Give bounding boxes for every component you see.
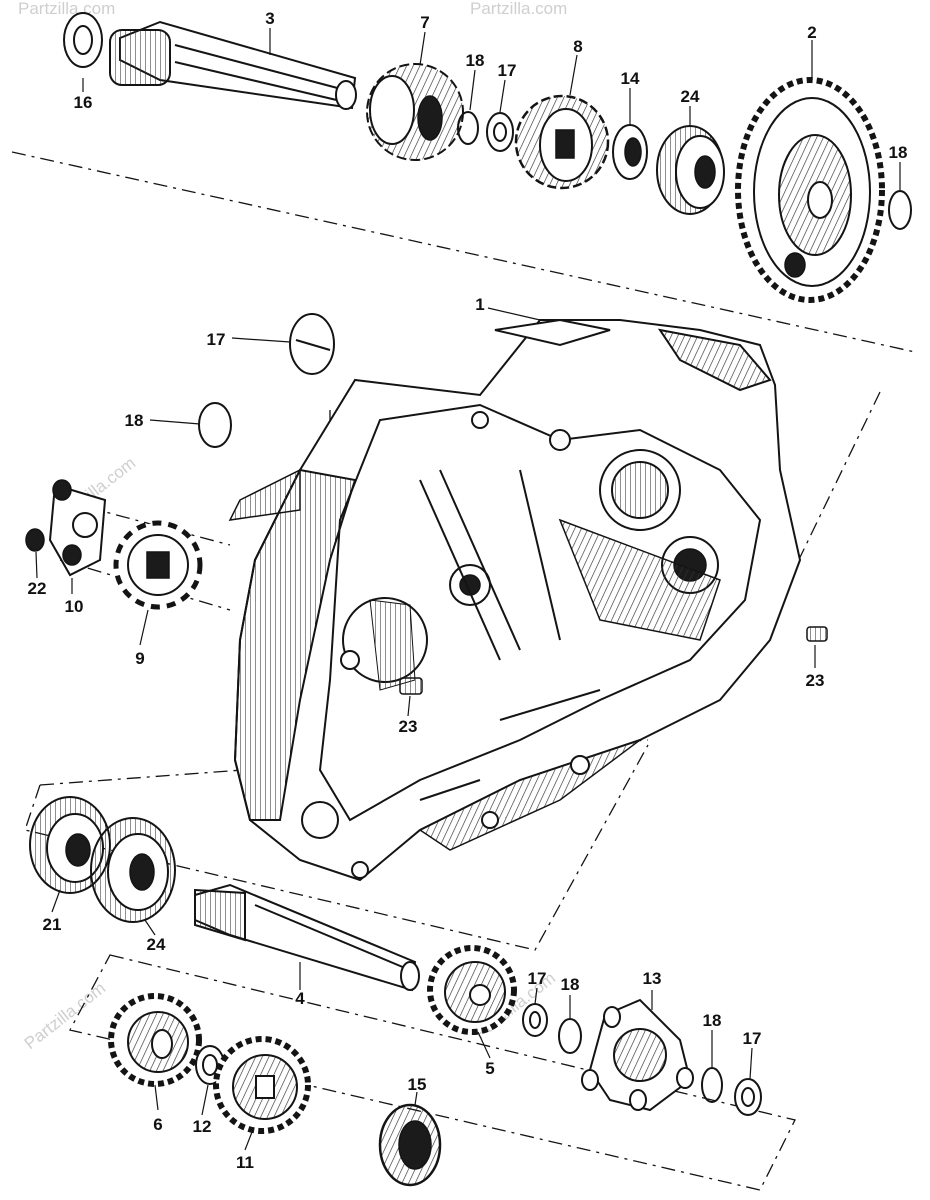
watermark: Partzilla.com [21,978,109,1053]
label-part-17: 17 [528,969,547,988]
part-23-dowel-pin[interactable] [806,626,828,642]
part-16-thrust-washer[interactable] [63,12,103,68]
part-labels: 3 16 7 18 17 8 14 24 2 18 1 17 18 22 10 … [28,9,908,1172]
label-part-11: 11 [236,1153,254,1172]
label-part-13: 13 [643,969,662,988]
label-part-18: 18 [703,1011,722,1030]
part-8-gear[interactable] [514,94,610,190]
label-part-5: 5 [485,1059,494,1078]
part-5-gear[interactable] [427,945,517,1035]
part-24-bearing[interactable] [656,125,725,215]
label-part-24: 24 [681,87,700,106]
label-part-14: 14 [621,69,640,88]
label-part-15: 15 [408,1075,427,1094]
label-part-8: 8 [573,37,582,56]
part-24-bearing[interactable] [90,817,176,923]
label-part-18: 18 [889,143,908,162]
part-18-circlip[interactable] [888,190,912,230]
part-9-drive-sprocket[interactable] [113,520,203,610]
part-19-plug-cap[interactable] [289,313,335,375]
part-18-circlip[interactable] [558,1018,582,1054]
part-14-collar[interactable] [612,124,648,180]
part-23-dowel-pin[interactable] [399,677,423,695]
label-part-18: 18 [561,975,580,994]
label-part-16: 16 [74,93,93,112]
part-11-gear[interactable] [213,1036,311,1134]
part-6-gear[interactable] [108,993,202,1087]
label-part-10: 10 [65,597,84,616]
label-part-18: 18 [466,51,485,70]
part-3-countershaft[interactable] [109,20,357,110]
part-15-oil-seal[interactable] [378,1103,442,1187]
label-part-1: 1 [475,295,484,314]
label-part-4: 4 [295,989,305,1008]
label-part-6: 6 [153,1115,162,1134]
label-part-20: 18 [125,411,144,430]
label-part-12: 12 [193,1117,212,1136]
part-2-large-sprocket[interactable] [735,77,885,303]
label-part-17: 17 [498,61,517,80]
label-part-23: 23 [399,717,418,736]
part-17-washer[interactable] [522,1003,548,1037]
watermark: Partzilla.com [470,0,567,18]
part-4-mainshaft[interactable] [194,883,420,992]
leader-lines [35,28,901,1151]
part-17-washer[interactable] [486,112,514,152]
part-7-countershaft-gear[interactable] [366,63,464,161]
label-part-7: 7 [420,13,429,32]
label-part-19: 17 [207,330,226,349]
label-part-9: 9 [135,649,144,668]
label-part-21: 21 [43,915,62,934]
part-10-sprocket-fixing-plate[interactable] [48,479,107,577]
part-22-bolt[interactable] [25,528,45,552]
part-18-circlip[interactable] [457,111,479,145]
label-part-2: 2 [807,23,816,42]
label-part-24: 24 [147,935,166,954]
label-part-3: 3 [265,9,274,28]
label-part-17: 17 [743,1029,762,1048]
part-18-circlip[interactable] [701,1067,723,1103]
part-1-crankcase[interactable] [228,318,802,882]
part-13-flange[interactable] [581,998,694,1112]
part-17-washer[interactable] [734,1078,762,1116]
part-20-plug-cap[interactable] [198,402,232,448]
label-part-23: 23 [806,671,825,690]
watermark: Partzilla.com [18,0,115,18]
label-part-22: 22 [28,579,47,598]
